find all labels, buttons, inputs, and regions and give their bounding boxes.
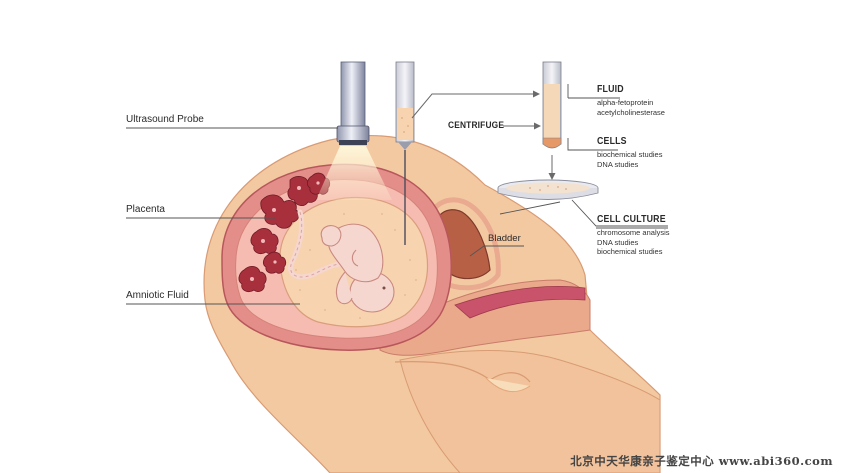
cell-culture-item: DNA studies xyxy=(597,238,675,248)
watermark: 北京中天华康亲子鉴定中心 www.abi360.com xyxy=(570,453,833,469)
cell-culture-heading: CELL CULTURE xyxy=(597,214,666,225)
cells-heading: CELLS xyxy=(597,136,655,147)
label-placenta: Placenta xyxy=(126,204,165,215)
fluid-item: alpha-fetoprotein xyxy=(597,98,665,108)
label-bladder: Bladder xyxy=(488,233,521,244)
fluid-block: FLUID alpha-fetoprotein acetylcholineste… xyxy=(597,84,665,117)
label-ultrasound-probe: Ultrasound Probe xyxy=(126,114,204,125)
cell-culture-item: biochemical studies xyxy=(597,247,675,257)
cells-item: DNA studies xyxy=(597,160,662,170)
petri-dish xyxy=(498,180,598,200)
fluid-heading: FLUID xyxy=(597,84,657,95)
fluid-item: acetylcholinesterase xyxy=(597,108,665,118)
fluid-items: alpha-fetoprotein acetylcholinesterase xyxy=(597,98,665,117)
label-amniotic-fluid: Amniotic Fluid xyxy=(126,290,189,301)
test-tube xyxy=(543,62,561,148)
cell-culture-block: CELL CULTURE chromosome analysis DNA stu… xyxy=(597,214,675,257)
cells-block: CELLS biochemical studies DNA studies xyxy=(597,136,662,169)
fetus-eye xyxy=(383,287,386,290)
label-centrifuge: CENTRIFUGE xyxy=(448,120,504,131)
ultrasound-probe xyxy=(337,62,369,145)
cells-items: biochemical studies DNA studies xyxy=(597,150,662,169)
cell-culture-item: chromosome analysis xyxy=(597,228,675,238)
cells-item: biochemical studies xyxy=(597,150,662,160)
cell-culture-items: chromosome analysis DNA studies biochemi… xyxy=(597,228,675,257)
